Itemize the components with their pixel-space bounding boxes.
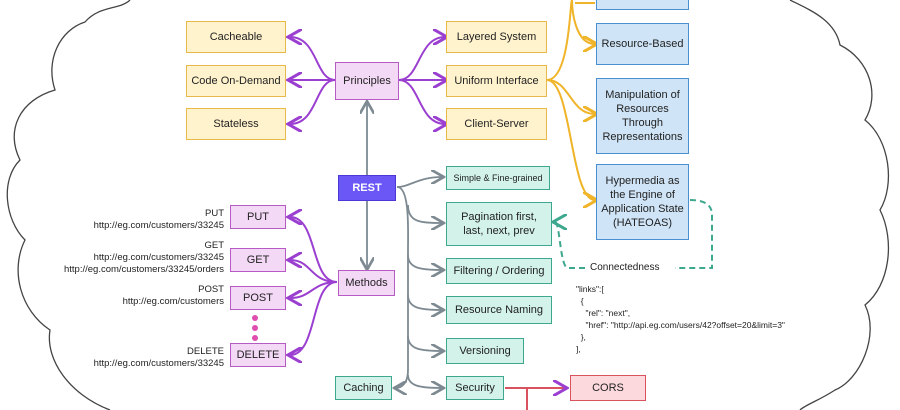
pagination-box: Pagination first, last, next, prev [446,202,552,246]
put-note: PUT http://eg.com/customers/33245 [60,208,224,232]
delete-note-line: http://eg.com/customers/33245 [93,358,224,369]
cors-box: CORS [570,375,646,401]
post-note-line: http://eg.com/customers [122,296,224,307]
delete-note-line: DELETE [187,346,224,357]
links-example: "links":[ { "rel": "next", "href": "http… [576,284,785,354]
delete-note: DELETE http://eg.com/customers/33245 [60,346,224,370]
caching-box: Caching [335,376,392,400]
delete-box: DELETE [230,343,286,367]
manipulation-box: Manipulation of Resources Through Repres… [596,78,689,154]
get-note-line: http://eg.com/customers/33245 [93,252,224,263]
post-note: POST http://eg.com/customers [60,284,224,308]
get-note-line: GET [204,240,224,251]
code-on-demand-box: Code On-Demand [186,65,286,97]
cacheable-box: Cacheable [186,21,286,53]
filtering-box: Filtering / Ordering [446,258,552,284]
hateoas-box: Hypermedia as the Engine of Application … [596,164,689,240]
security-box: Security [446,376,504,400]
layered-system-box: Layered System [446,21,547,53]
cloud-outline [6,0,890,410]
cut-off-top-box [596,0,689,10]
versioning-box: Versioning [446,338,524,364]
get-note-line: http://eg.com/customers/33245/orders [64,264,224,275]
rest-box: REST [338,175,396,201]
resource-based-box: Resource-Based [596,23,689,65]
simple-fine-grained-box: Simple & Fine-grained [446,166,550,190]
get-box: GET [230,248,286,272]
uniform-interface-box: Uniform Interface [446,65,547,97]
put-box: PUT [230,205,286,229]
resource-naming-box: Resource Naming [446,296,552,324]
post-note-line: POST [198,284,224,295]
principles-box: Principles [335,62,399,100]
client-server-box: Client-Server [446,108,547,140]
put-note-line: http://eg.com/customers/33245 [93,220,224,231]
put-note-line: PUT [205,208,224,219]
stateless-box: Stateless [186,108,286,140]
connectedness-label: Connectedness [590,262,660,273]
get-note: GET http://eg.com/customers/33245 http:/… [20,240,224,276]
methods-box: Methods [338,270,395,296]
post-box: POST [230,286,286,310]
